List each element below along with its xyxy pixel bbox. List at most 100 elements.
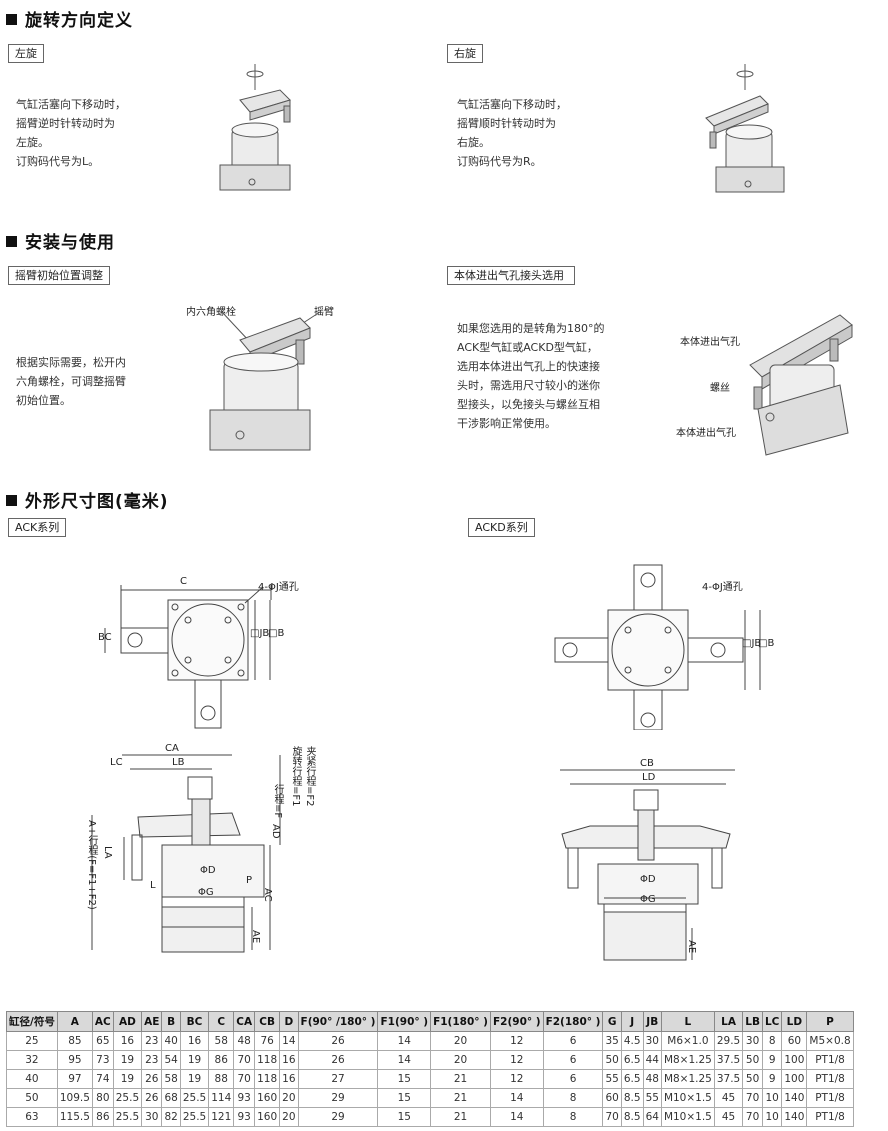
table-cell: 6 bbox=[542, 1031, 604, 1051]
dim-label-hole-ackd: 4-ΦJ通孔 bbox=[702, 582, 743, 593]
table-cell: PT1/8 bbox=[806, 1107, 854, 1127]
table-cell: 82 bbox=[161, 1107, 181, 1127]
table-cell: 29.5 bbox=[713, 1031, 744, 1051]
col-header: J bbox=[620, 1011, 644, 1032]
col-header: P bbox=[806, 1011, 854, 1032]
table-cell: 109.5 bbox=[56, 1088, 93, 1108]
col-header: F(90° /180° ) bbox=[297, 1011, 379, 1032]
table-cell: 20 bbox=[430, 1031, 491, 1051]
dim-label-CA: CA bbox=[165, 743, 179, 754]
table-cell: 45 bbox=[713, 1088, 744, 1108]
right-rotation-text: 气缸活塞向下移动时， 摇臂顺时针转动时为 右旋。 订购码代号为R。 bbox=[457, 98, 567, 168]
table-cell: 8.5 bbox=[620, 1107, 644, 1127]
table-cell: 14 bbox=[489, 1107, 544, 1127]
dim-label-L: L bbox=[150, 880, 156, 891]
table-cell: 93 bbox=[233, 1088, 256, 1108]
table-cell: 65 bbox=[91, 1031, 114, 1051]
table-cell: 35 bbox=[602, 1031, 622, 1051]
table-cell: 70 bbox=[233, 1050, 256, 1070]
dim-label-AE-ackd: AE bbox=[686, 940, 697, 954]
col-header: D bbox=[279, 1011, 299, 1032]
table-cell: 21 bbox=[430, 1069, 491, 1089]
table-cell: 70 bbox=[602, 1107, 622, 1127]
table-cell: 44 bbox=[642, 1050, 662, 1070]
table-cell: 25.5 bbox=[179, 1088, 210, 1108]
col-header: LC bbox=[761, 1011, 783, 1032]
table-cell: 95 bbox=[56, 1050, 93, 1070]
col-header: JB bbox=[642, 1011, 662, 1032]
dim-label-JB-ackd: □JB bbox=[742, 638, 762, 649]
label-port-2: 本体进出气孔 bbox=[676, 428, 736, 439]
table-cell: 70 bbox=[742, 1088, 763, 1108]
table-cell: 20 bbox=[279, 1107, 299, 1127]
dim-label-A-total: A+行程(F=F1+F2) bbox=[86, 820, 97, 910]
table-cell: M6×1.0 bbox=[660, 1031, 715, 1051]
table-cell: 85 bbox=[56, 1031, 93, 1051]
tag-arm-adjust: 摇臂初始位置调整 bbox=[8, 266, 110, 285]
table-cell: 97 bbox=[56, 1069, 93, 1089]
table-cell: 16 bbox=[279, 1069, 299, 1089]
left-rotation-cylinder-illustration bbox=[219, 64, 291, 191]
dim-label-B-ackd: □B bbox=[758, 638, 775, 649]
table-cell: PT1/8 bbox=[806, 1088, 854, 1108]
dim-label-CB: CB bbox=[640, 758, 654, 769]
table-cell: 8 bbox=[761, 1031, 783, 1051]
dim-label-LC: LC bbox=[110, 757, 123, 768]
square-bullet-icon bbox=[6, 495, 17, 506]
table-cell: 26 bbox=[141, 1088, 163, 1108]
table-cell: 50 bbox=[6, 1088, 58, 1108]
section-title-rotation: 旋转方向定义 bbox=[6, 6, 133, 31]
arm-adjust-illustration bbox=[209, 311, 321, 451]
table-cell: 26 bbox=[141, 1069, 163, 1089]
table-cell: 93 bbox=[233, 1107, 256, 1127]
table-cell: 50 bbox=[742, 1069, 763, 1089]
table-cell: 30 bbox=[141, 1107, 163, 1127]
col-header: F1(180° ) bbox=[430, 1011, 491, 1032]
table-cell: 48 bbox=[233, 1031, 256, 1051]
table-cell: 70 bbox=[742, 1107, 763, 1127]
dim-label-D-ackd: ΦD bbox=[640, 874, 656, 885]
table-cell: 4.5 bbox=[620, 1031, 644, 1051]
dim-label-clamp-stroke: 夹紧行程=F2 bbox=[304, 746, 315, 807]
table-cell: 37.5 bbox=[713, 1050, 744, 1070]
col-header: LB bbox=[742, 1011, 763, 1032]
table-cell: M8×1.25 bbox=[660, 1069, 715, 1089]
table-cell: 40 bbox=[6, 1069, 58, 1089]
port-fitting-text: 如果您选用的是转角为180°的 ACK型气缸或ACKD型气缸， 选用本体进出气孔… bbox=[457, 322, 605, 430]
table-cell: M10×1.5 bbox=[660, 1107, 715, 1127]
col-header: F1(90° ) bbox=[377, 1011, 432, 1032]
table-cell: 118 bbox=[254, 1050, 281, 1070]
section-title-install: 安装与使用 bbox=[6, 228, 115, 253]
table-cell: 32 bbox=[6, 1050, 58, 1070]
table-header-row: 缸径/符号 A AC AD AE B BC C CA CB D F(90° /1… bbox=[6, 1011, 854, 1032]
square-bullet-icon bbox=[6, 14, 17, 25]
table-cell: 76 bbox=[254, 1031, 281, 1051]
dim-label-G-ackd: ΦG bbox=[640, 894, 656, 905]
table-cell: M8×1.25 bbox=[660, 1050, 715, 1070]
dim-label-D: ΦD bbox=[200, 865, 216, 876]
table-cell: 74 bbox=[91, 1069, 114, 1089]
table-cell: 140 bbox=[781, 1088, 808, 1108]
table-cell: 114 bbox=[208, 1088, 235, 1108]
table-cell: 160 bbox=[254, 1107, 281, 1127]
table-cell: 12 bbox=[489, 1031, 544, 1051]
table-cell: 29 bbox=[297, 1088, 379, 1108]
col-header: F2(90° ) bbox=[489, 1011, 544, 1032]
label-port-1: 本体进出气孔 bbox=[680, 337, 740, 348]
table-cell: 6 bbox=[542, 1069, 604, 1089]
table-cell: 63 bbox=[6, 1107, 58, 1127]
table-cell: M5×0.8 bbox=[806, 1031, 854, 1051]
table-cell: 8 bbox=[542, 1088, 604, 1108]
col-header: A bbox=[56, 1011, 93, 1032]
dim-label-LB: LB bbox=[172, 757, 185, 768]
table-cell: 6 bbox=[542, 1050, 604, 1070]
table-cell: 6.5 bbox=[620, 1050, 644, 1070]
dim-label-rot-stroke: 旋转行程=F1 bbox=[290, 746, 301, 807]
dim-label-LA: LA bbox=[102, 846, 113, 859]
table-cell: 29 bbox=[297, 1107, 379, 1127]
ack-top-view-drawing bbox=[104, 585, 272, 729]
table-cell: 14 bbox=[489, 1088, 544, 1108]
table-cell: 55 bbox=[642, 1088, 662, 1108]
